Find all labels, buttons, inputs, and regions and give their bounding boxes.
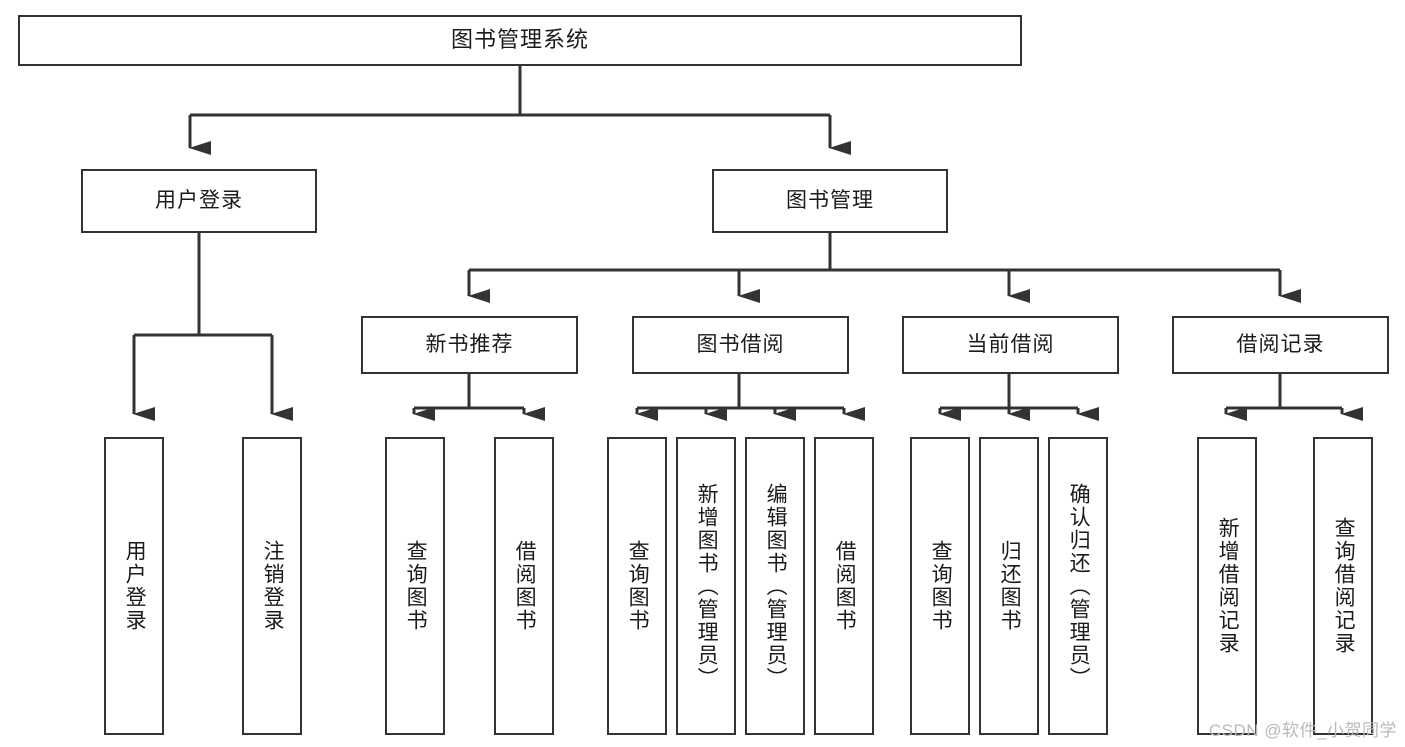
leaf-borrow-edit-book-admin-label: 编辑图书（管理员） — [764, 482, 788, 690]
node-root-library-system[interactable]: 图书管理系统 — [18, 15, 1022, 66]
leaf-borrow-edit-book-admin[interactable]: 编辑图书（管理员） — [745, 437, 805, 735]
leaf-current-query-book[interactable]: 查询图书 — [910, 437, 970, 735]
node-root-label: 图书管理系统 — [450, 27, 589, 53]
leaf-recommend-query-book-label: 查询图书 — [404, 540, 428, 632]
leaf-record-query-record[interactable]: 查询借阅记录 — [1313, 437, 1373, 735]
leaf-user-login-logout[interactable]: 注销登录 — [242, 437, 302, 735]
node-user-login-label: 用户登录 — [155, 189, 243, 213]
leaf-user-login-login[interactable]: 用户登录 — [104, 437, 164, 735]
leaf-record-add-record-label: 新增借阅记录 — [1216, 517, 1240, 655]
node-book-management-label: 图书管理 — [786, 189, 874, 213]
node-user-login[interactable]: 用户登录 — [81, 169, 317, 233]
node-new-book-recommendation[interactable]: 新书推荐 — [361, 316, 578, 374]
node-borrowing-record[interactable]: 借阅记录 — [1172, 316, 1389, 374]
leaf-borrow-add-book-admin-label: 新增图书（管理员） — [695, 482, 719, 690]
node-current-borrowing-label: 当前借阅 — [966, 333, 1055, 357]
node-book-borrowing-label: 图书借阅 — [696, 333, 785, 357]
leaf-borrow-query-book-label: 查询图书 — [626, 540, 650, 632]
leaf-record-query-record-label: 查询借阅记录 — [1332, 517, 1356, 655]
leaf-recommend-query-book[interactable]: 查询图书 — [385, 437, 445, 735]
leaf-borrow-add-book-admin[interactable]: 新增图书（管理员） — [676, 437, 736, 735]
node-new-book-recommendation-label: 新书推荐 — [425, 333, 514, 357]
leaf-borrow-lend-book-label: 借阅图书 — [833, 540, 857, 632]
leaf-borrow-query-book[interactable]: 查询图书 — [607, 437, 667, 735]
leaf-recommend-borrow-book-label: 借阅图书 — [513, 540, 537, 632]
leaf-current-confirm-return-admin[interactable]: 确认归还（管理员） — [1048, 437, 1108, 735]
leaf-record-add-record[interactable]: 新增借阅记录 — [1197, 437, 1257, 735]
node-book-borrowing[interactable]: 图书借阅 — [632, 316, 849, 374]
leaf-current-return-book[interactable]: 归还图书 — [979, 437, 1039, 735]
leaf-current-return-book-label: 归还图书 — [998, 540, 1022, 632]
leaf-current-query-book-label: 查询图书 — [929, 540, 953, 632]
node-book-management[interactable]: 图书管理 — [712, 169, 948, 233]
leaf-user-login-logout-label: 注销登录 — [261, 540, 285, 632]
node-current-borrowing[interactable]: 当前借阅 — [902, 316, 1119, 374]
node-borrowing-record-label: 借阅记录 — [1236, 333, 1325, 357]
leaf-borrow-lend-book[interactable]: 借阅图书 — [814, 437, 874, 735]
leaf-recommend-borrow-book[interactable]: 借阅图书 — [494, 437, 554, 735]
leaf-user-login-login-label: 用户登录 — [123, 540, 147, 632]
leaf-current-confirm-return-admin-label: 确认归还（管理员） — [1067, 482, 1091, 690]
